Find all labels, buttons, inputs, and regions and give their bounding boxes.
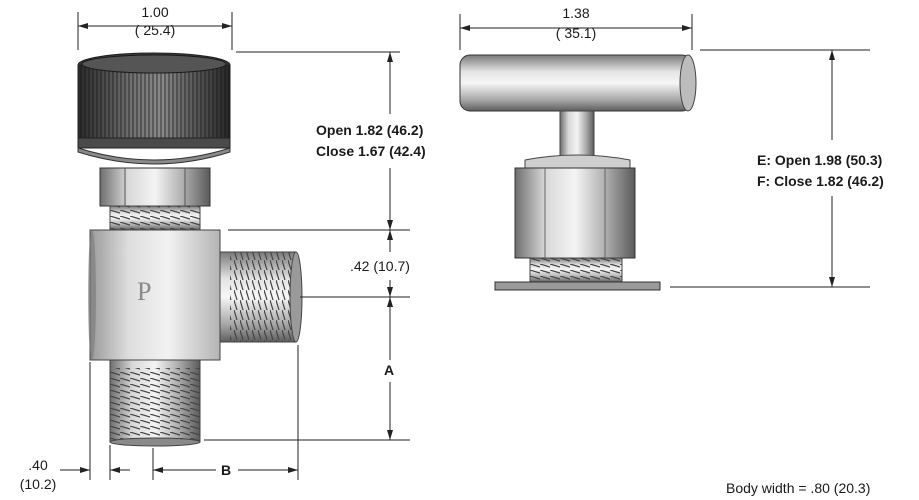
stem bbox=[559, 110, 595, 158]
mounting-plate bbox=[494, 281, 661, 291]
dim-handle-width-metric: ( 35.1) bbox=[555, 25, 597, 41]
bottom-port-thread bbox=[109, 359, 201, 447]
dim-a-label: A bbox=[384, 362, 395, 378]
dim-handle-width-value: 1.38 bbox=[562, 5, 590, 21]
knurled-knob bbox=[77, 52, 231, 165]
dim-knob-height-open: Open 1.82 (46.2) bbox=[316, 122, 424, 138]
angle-valve bbox=[77, 52, 303, 447]
logo-mark: P bbox=[137, 277, 152, 306]
dim-port-offset: .42 (10.7) bbox=[350, 258, 410, 274]
bonnet-nut bbox=[99, 167, 211, 207]
side-port-thread bbox=[219, 251, 303, 343]
valve-body bbox=[88, 229, 221, 361]
dim-b-label: B bbox=[221, 462, 232, 478]
body-width-note: Body width = .80 (20.3) bbox=[726, 480, 871, 496]
dim-knob-width-value: 1.00 bbox=[141, 4, 169, 20]
dim-offset-bottom-value: .40 bbox=[28, 457, 48, 473]
dim-knob-height-close: Close 1.67 (42.4) bbox=[316, 143, 426, 159]
dim-knob-width-metric: ( 25.4) bbox=[134, 22, 176, 38]
dim-tee-height-open: E: Open 1.98 (50.3) bbox=[757, 152, 883, 168]
dimension-lines bbox=[60, 12, 870, 480]
bonnet-thread bbox=[529, 257, 623, 283]
dim-tee-height-close: F: Close 1.82 (46.2) bbox=[757, 173, 884, 189]
tee-handle bbox=[459, 54, 697, 112]
packing-nut bbox=[514, 154, 636, 259]
dim-offset-bottom-metric: (10.2) bbox=[19, 476, 57, 492]
stem-thread bbox=[109, 205, 201, 231]
tee-handle-valve bbox=[459, 54, 697, 291]
